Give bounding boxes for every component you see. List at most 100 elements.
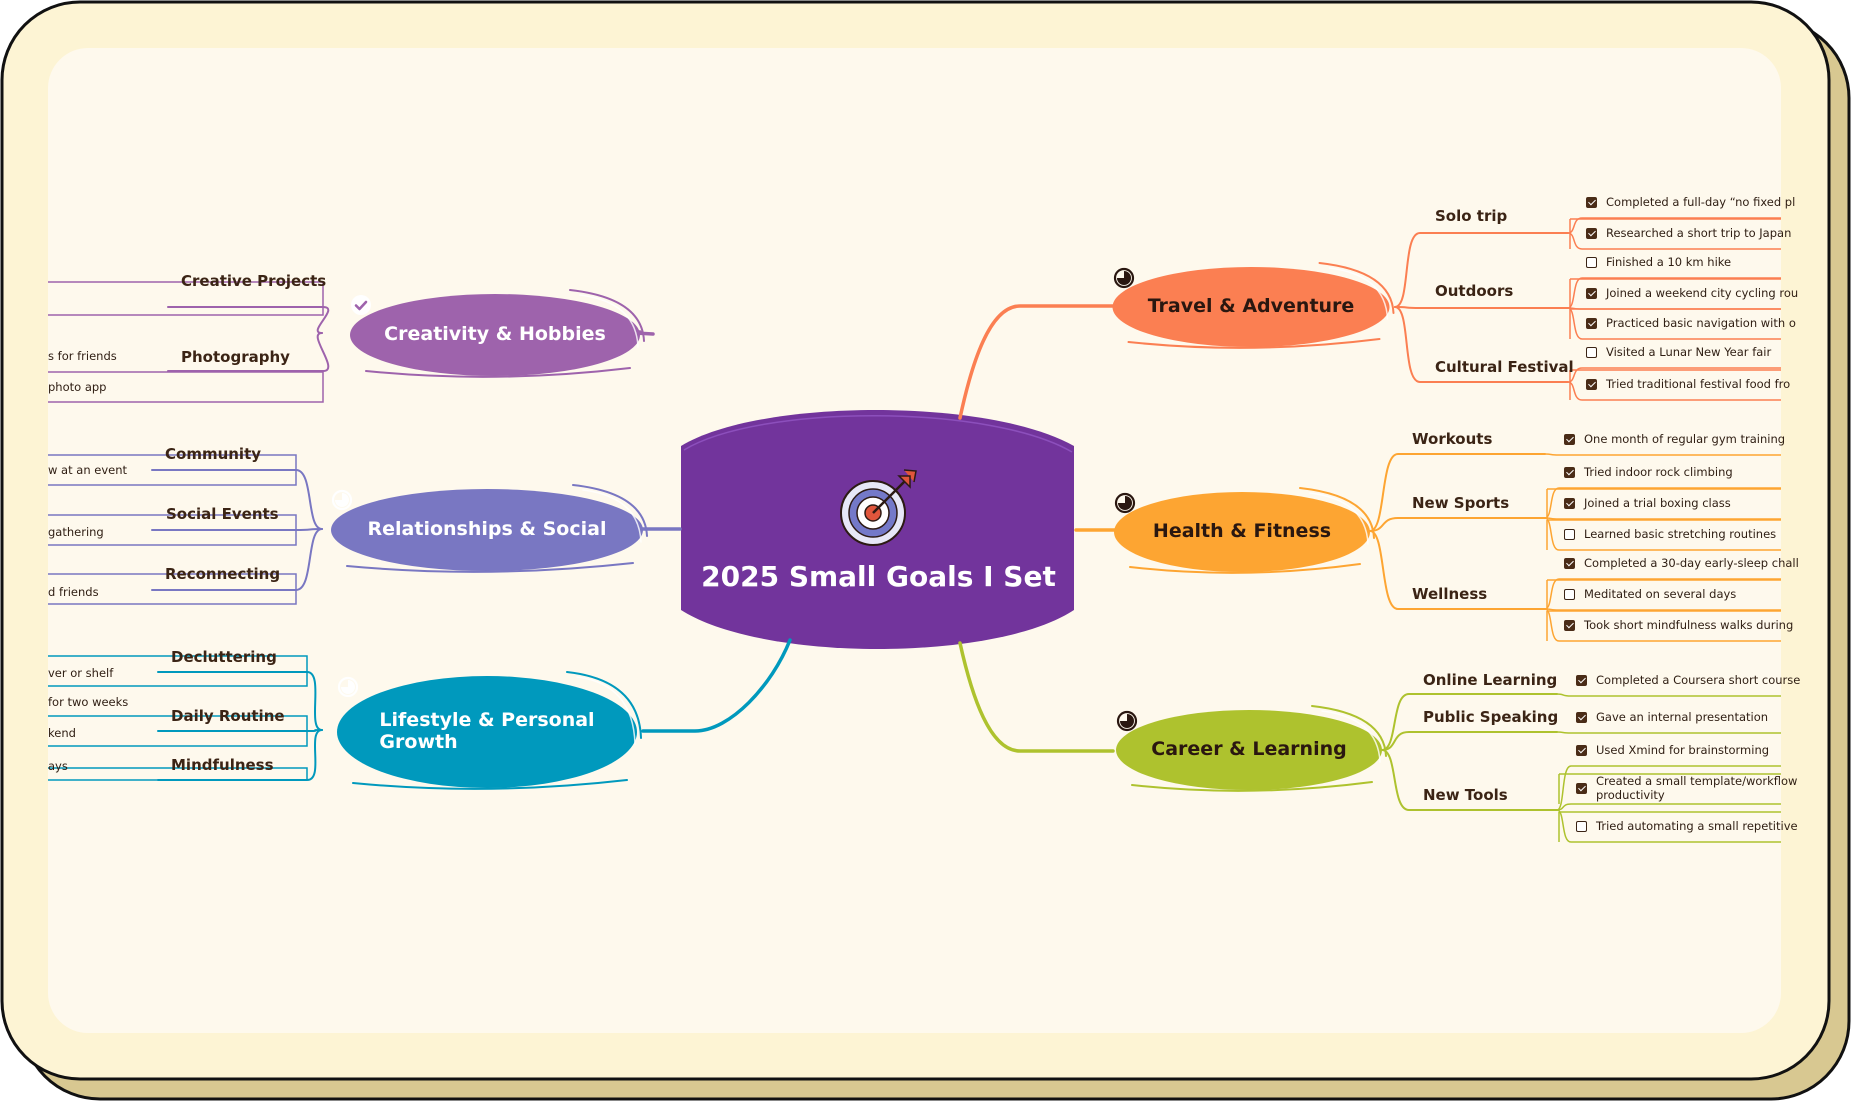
sub-connector-travel-0	[1394, 232, 1569, 308]
branch-travel	[958, 217, 1781, 420]
central-topic-title: 2025 Small Goals I Set	[701, 560, 1056, 593]
topic-creativity[interactable]: Creativity & Hobbies	[350, 294, 640, 376]
leaf-line-career-2-0	[1556, 765, 1781, 811]
topic-title-line: Growth	[379, 731, 458, 753]
task-checkbox[interactable]	[1586, 379, 1597, 390]
task-item-text: Visited a Lunar New Year fair	[1606, 345, 1772, 359]
task-item-text: ays	[48, 759, 68, 773]
topic-title: Creativity & Hobbies	[384, 323, 606, 346]
topic-node-travel	[1112, 262, 1395, 349]
progress-circle-icon	[1114, 492, 1136, 514]
task-checkbox[interactable]	[1564, 434, 1575, 445]
subtopic-career-1: Public Speaking	[1423, 708, 1559, 726]
target-icon	[840, 469, 917, 546]
task-item-text: Created a small template/workflow	[1596, 774, 1798, 788]
topic-node-health	[1114, 487, 1375, 574]
sub-connector-relationships-0	[151, 469, 323, 530]
leaf-bracket-lifestyle-0	[48, 655, 308, 687]
task-item-text: Tried automating a small repetitive	[1596, 819, 1798, 833]
task-checkbox[interactable]	[1586, 288, 1597, 299]
sub-connector-health-0	[1369, 453, 1546, 532]
task-checkbox[interactable]	[1586, 197, 1597, 208]
topic-title: Health & Fitness	[1152, 520, 1332, 543]
subtopic-health-2: Wellness	[1412, 585, 1488, 603]
subtopic-career-2: New Tools	[1423, 786, 1508, 804]
task-checkbox[interactable]	[1586, 257, 1597, 268]
topic-node-creativity	[350, 289, 645, 378]
leaf-bracket-creativity-0	[48, 281, 324, 316]
topic-title: Relationships & Social	[367, 518, 607, 541]
subtopic-travel-0: Solo trip	[1435, 207, 1508, 225]
subtopic-lifestyle-2: Mindfulness	[171, 756, 274, 774]
branch-lifestyle	[48, 638, 792, 781]
progress-circle-icon	[1113, 267, 1134, 289]
task-item-text: Completed a full-day “no fixed pl	[1606, 195, 1796, 209]
task-checkbox[interactable]	[1576, 783, 1587, 794]
task-item-text: Joined a trial boxing class	[1584, 496, 1731, 510]
task-checkbox[interactable]	[1576, 821, 1587, 832]
task-item-text: Learned basic stretching routines	[1584, 527, 1777, 541]
leaf-bracket-relationships-2	[48, 573, 297, 605]
leaf-line-health-1-2	[1544, 517, 1781, 551]
task-item-text: for two weeks	[48, 695, 129, 709]
progress-circle-icon	[331, 489, 353, 511]
task-item-text-line2: productivity	[1596, 788, 1665, 802]
task-checkbox[interactable]	[1564, 620, 1575, 631]
task-item-text: kend	[48, 726, 76, 740]
task-item-text: Gave an internal presentation	[1596, 710, 1769, 724]
task-item-text: photo app	[48, 380, 107, 394]
topic-title: Career & Learning	[1151, 738, 1347, 761]
task-item-text: ver or shelf	[48, 666, 114, 680]
sub-connector-lifestyle-2	[157, 729, 323, 781]
leaf-line-career-2-1	[1556, 803, 1781, 811]
task-item-text: Finished a 10 km hike	[1606, 255, 1732, 269]
sub-connector-lifestyle-1	[157, 729, 323, 732]
topic-node-lifestyle	[337, 671, 642, 790]
task-item-text: gathering	[48, 525, 104, 539]
leaf-line-career-1-0	[1556, 731, 1781, 734]
leaf-bracket-lifestyle-1	[48, 715, 308, 747]
subtopic-relationships-2: Reconnecting	[165, 565, 281, 583]
topic-travel[interactable]: Travel & Adventure	[1113, 267, 1390, 347]
task-checkbox[interactable]	[1564, 529, 1575, 540]
task-item-text: Completed a 30-day early-sleep chall	[1584, 556, 1799, 570]
leaf-line-career-2-2	[1556, 809, 1781, 843]
task-checkbox[interactable]	[1564, 558, 1575, 569]
sub-connector-health-2	[1369, 530, 1546, 610]
progress-circle-icon	[337, 676, 359, 698]
task-checkbox[interactable]	[1564, 498, 1575, 509]
connector-travel	[958, 304, 1115, 420]
subtopic-relationships-1: Social Events	[166, 505, 279, 523]
task-item-text: s for friends	[48, 349, 117, 363]
task-checkbox[interactable]	[1576, 712, 1587, 723]
task-checkbox[interactable]	[1576, 745, 1587, 756]
topic-node-relationships	[331, 484, 648, 573]
leaf-line-health-0-0	[1544, 453, 1781, 456]
leaf-line-health-2-2	[1544, 608, 1781, 642]
topic-health[interactable]: Health & Fitness	[1114, 492, 1370, 572]
topic-career[interactable]: Career & Learning	[1116, 710, 1382, 790]
task-checkbox[interactable]	[1564, 467, 1575, 478]
subtopic-health-1: New Sports	[1412, 494, 1510, 512]
leaf-bracket-relationships-0	[48, 454, 297, 486]
task-checkbox[interactable]	[1586, 318, 1597, 329]
topic-relationships[interactable]: Relationships & Social	[331, 489, 643, 571]
subtopic-lifestyle-1: Daily Routine	[171, 707, 285, 725]
task-item-text: Used Xmind for brainstorming	[1596, 743, 1770, 757]
task-checkbox[interactable]	[1586, 347, 1597, 358]
subtopic-health-0: Workouts	[1412, 430, 1493, 448]
task-checkbox[interactable]	[1586, 228, 1597, 239]
sub-connector-lifestyle-0	[157, 671, 323, 731]
branch-health	[1074, 453, 1781, 642]
leaf-bracket-relationships-1	[48, 514, 297, 546]
central-topic	[681, 410, 1074, 649]
task-item-text: Completed a Coursera short course	[1596, 673, 1801, 687]
task-checkbox[interactable]	[1576, 675, 1587, 686]
task-item-text: w at an event	[48, 463, 128, 477]
leaf-bracket-creativity-1	[48, 371, 324, 403]
task-checkbox[interactable]	[1564, 589, 1575, 600]
leaf-bracket-lifestyle-2	[48, 767, 308, 781]
